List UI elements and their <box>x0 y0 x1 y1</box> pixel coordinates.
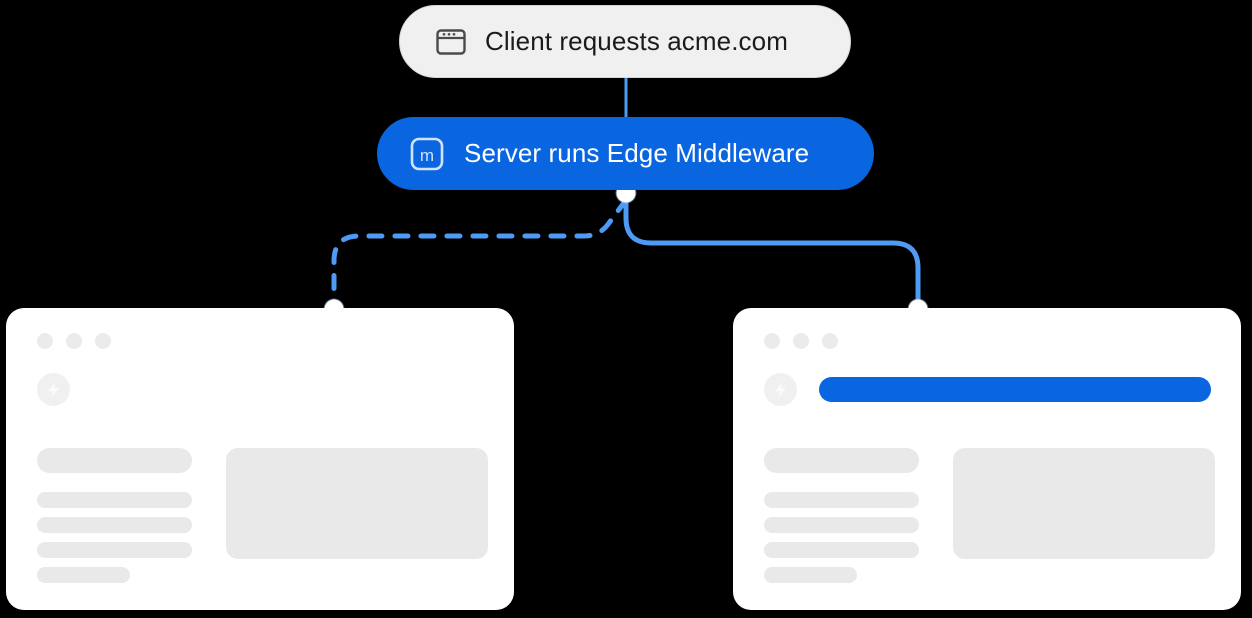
connector-server-to-variant-a <box>331 197 629 312</box>
connector-server-to-variant-b <box>623 190 921 312</box>
traffic-light-dot <box>764 333 780 349</box>
skeleton-line <box>37 542 192 558</box>
traffic-light-dot <box>793 333 809 349</box>
middleware-m-icon: m <box>410 137 444 171</box>
traffic-light-dot <box>37 333 53 349</box>
traffic-light-dot <box>95 333 111 349</box>
skeleton-image-block <box>953 448 1215 559</box>
svg-text:m: m <box>420 146 434 165</box>
bolt-icon <box>775 381 786 397</box>
variant-b-card[interactable] <box>733 308 1241 610</box>
avatar <box>764 372 797 406</box>
skeleton-line <box>764 567 857 583</box>
node-server[interactable]: m Server runs Edge Middleware <box>377 117 874 190</box>
card-body <box>764 448 1215 592</box>
card-header <box>37 372 484 406</box>
titlebar <box>37 333 111 349</box>
browser-window-icon <box>436 28 466 55</box>
skeleton-heading <box>764 448 919 473</box>
bolt-icon <box>48 381 59 397</box>
skeleton-line <box>37 567 130 583</box>
skeleton-image-block <box>226 448 488 559</box>
traffic-light-dot <box>66 333 82 349</box>
text-skeleton-column <box>764 448 919 592</box>
skeleton-heading <box>37 448 192 473</box>
text-skeleton-column <box>37 448 192 592</box>
card-body <box>37 448 488 592</box>
node-client-label: Client requests acme.com <box>485 26 788 56</box>
card-header <box>764 372 1211 406</box>
skeleton-line <box>764 542 919 558</box>
avatar <box>37 372 70 406</box>
skeleton-line <box>764 492 919 508</box>
skeleton-line <box>764 517 919 533</box>
skeleton-line <box>37 517 192 533</box>
titlebar <box>764 333 838 349</box>
node-server-label: Server runs Edge Middleware <box>464 138 810 168</box>
variant-a-card[interactable] <box>6 308 514 610</box>
skeleton-line <box>37 492 192 508</box>
traffic-light-dot <box>822 333 838 349</box>
node-client[interactable]: Client requests acme.com <box>399 5 851 78</box>
highlight-banner <box>819 376 1211 402</box>
